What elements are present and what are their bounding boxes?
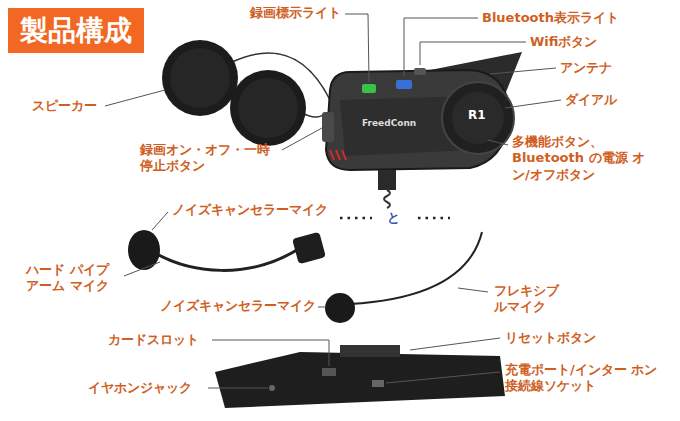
wifi-button: [414, 68, 426, 75]
callout-label: イヤホンジャック: [88, 380, 192, 396]
leader-line: [420, 42, 526, 65]
leader-line: [386, 372, 500, 383]
leader-line: [105, 90, 165, 106]
title-banner: 製品構成: [8, 8, 144, 53]
callout-label: フレキシブ ルマイク: [494, 283, 574, 316]
callout-label: 録画オン・オフ・一時 停止ボタン: [140, 142, 280, 175]
dial: [442, 82, 514, 154]
callout-label: 充電ポート/インター ホン接続線ソケット: [505, 362, 670, 395]
speaker-foam: [170, 48, 230, 108]
device-side: [215, 352, 505, 408]
callout-label: アンテナ: [560, 60, 612, 76]
leader-line: [490, 68, 556, 74]
callout-label: ノイズキャンセラーマイク: [172, 202, 328, 218]
callout-label: ハード パイプ アーム マイク: [26, 262, 124, 295]
leader-line: [458, 288, 488, 292]
leader-line: [208, 388, 268, 389]
callout-label: ノイズキャンセラーマイク: [160, 298, 316, 314]
leader-line: [410, 338, 500, 350]
side-top: [340, 345, 400, 357]
callout-label: R1: [468, 108, 486, 123]
callout-label: Wifiボタン: [530, 34, 597, 50]
leader-line: [404, 18, 478, 76]
leader-line: [488, 140, 508, 145]
callout-label: ダイアル: [565, 92, 617, 108]
leader-line: [212, 340, 329, 366]
speaker: [162, 40, 238, 116]
callout-label: 録画標示ライト: [250, 5, 341, 21]
record-button: [322, 112, 334, 142]
charge-port: [372, 380, 384, 387]
leader-line: [505, 100, 561, 108]
separator-dots: [340, 217, 372, 220]
separator-dots: [418, 217, 450, 220]
boom-arm: [150, 248, 300, 270]
leader-lines: [105, 14, 561, 388]
callout-label: リセットボタン: [505, 330, 596, 346]
flex-wire: [350, 232, 482, 304]
leader-line: [282, 128, 322, 150]
card-slot: [322, 368, 336, 376]
callout-label: と: [387, 210, 400, 226]
mount-clip: [378, 170, 396, 190]
red-stripe: [330, 150, 334, 160]
red-stripe: [342, 150, 346, 160]
leader-line: [152, 212, 168, 230]
bluetooth-light: [396, 80, 412, 89]
callout-label: Bluetooth表示ライト: [482, 10, 619, 26]
record-light: [362, 84, 376, 93]
leader-line: [345, 14, 369, 82]
speaker: [230, 70, 306, 146]
leader-line: [318, 307, 326, 308]
flex-mic: [325, 293, 355, 323]
boom-connector: [292, 232, 326, 264]
leader-line: [124, 262, 160, 276]
callout-label: スピーカー: [32, 98, 97, 114]
coil-wire: [384, 190, 390, 208]
speaker-foam: [238, 78, 298, 138]
callout-label: 多機能ボタン、 Bluetooth の電源 オン/オフボタン: [512, 134, 662, 183]
dial-center: [452, 92, 504, 144]
red-stripe: [336, 150, 340, 160]
earphone-jack: [269, 385, 275, 391]
callout-label: カードスロット: [108, 332, 199, 348]
callout-label: FreedConn: [362, 118, 416, 129]
